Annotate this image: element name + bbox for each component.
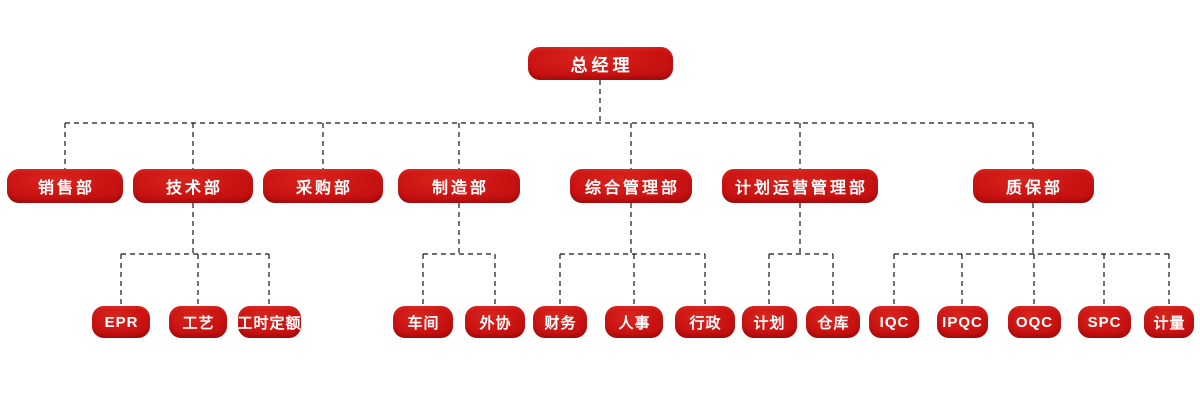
org-node-iqc[interactable]: IQC xyxy=(869,306,919,338)
org-node-workshop[interactable]: 车间 xyxy=(393,306,453,338)
org-node-sales[interactable]: 销售部 xyxy=(7,169,123,203)
org-node-general-management[interactable]: 综合管理部 xyxy=(570,169,692,203)
org-node-spc[interactable]: SPC xyxy=(1077,306,1131,338)
org-node-outsourcing[interactable]: 外协 xyxy=(465,306,525,338)
org-node-technology[interactable]: 技术部 xyxy=(133,169,253,203)
org-node-administration[interactable]: 行政 xyxy=(675,306,735,338)
org-node-epr[interactable]: EPR xyxy=(92,306,150,338)
org-node-hr[interactable]: 人事 xyxy=(605,306,663,338)
org-node-general-manager[interactable]: 总经理 xyxy=(527,47,673,80)
org-node-finance[interactable]: 财务 xyxy=(533,306,587,338)
org-node-purchasing[interactable]: 采购部 xyxy=(263,169,383,203)
org-node-metrology[interactable]: 计量 xyxy=(1144,306,1194,338)
org-node-ipqc[interactable]: IPQC xyxy=(936,306,988,338)
org-node-labor-quota[interactable]: 工时定额 xyxy=(237,306,301,338)
org-node-planning-operations[interactable]: 计划运营管理部 xyxy=(722,169,878,203)
org-node-manufacturing[interactable]: 制造部 xyxy=(398,169,520,203)
org-node-planning[interactable]: 计划 xyxy=(741,306,797,338)
org-node-warehouse[interactable]: 仓库 xyxy=(806,306,860,338)
org-node-quality-assurance[interactable]: 质保部 xyxy=(972,169,1094,203)
org-node-process[interactable]: 工艺 xyxy=(169,306,227,338)
org-node-oqc[interactable]: OQC xyxy=(1007,306,1061,338)
